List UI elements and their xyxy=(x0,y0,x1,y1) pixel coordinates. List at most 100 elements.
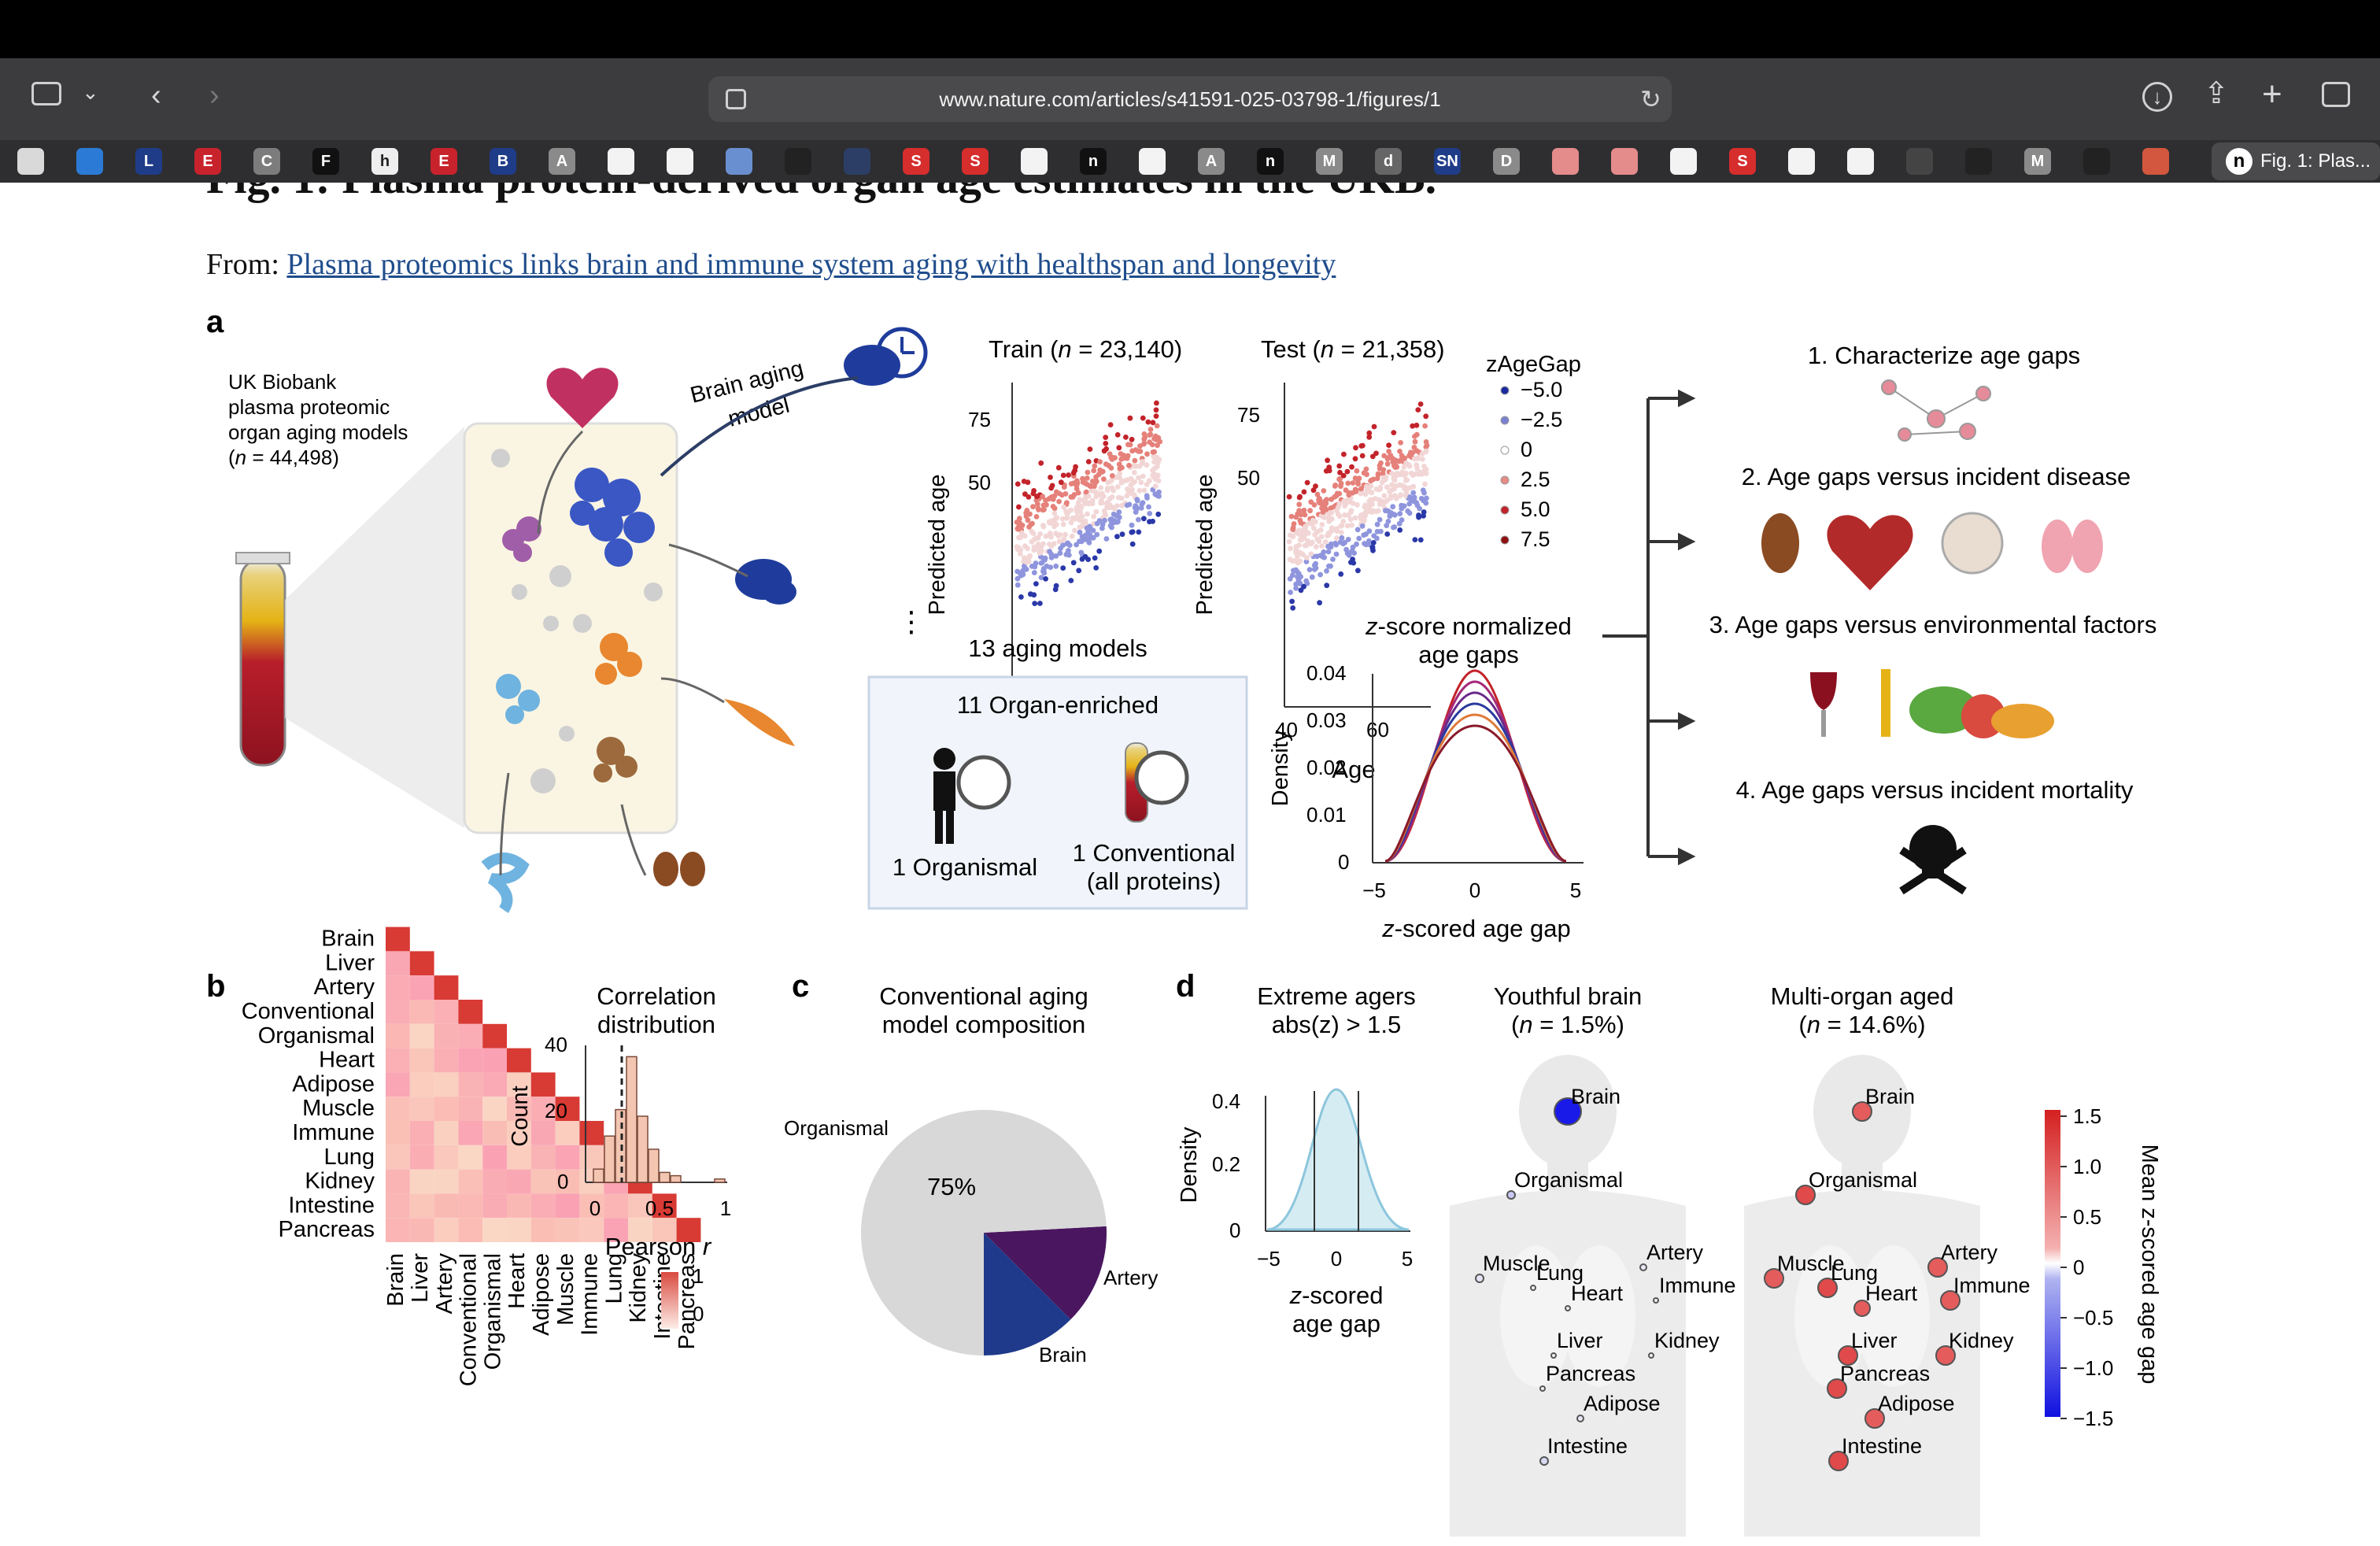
bookmark-23[interactable]: M xyxy=(1316,148,1343,175)
bookmark-36[interactable] xyxy=(2083,148,2110,175)
bookmark-8[interactable]: E xyxy=(431,148,457,175)
scatter-point xyxy=(1126,462,1132,468)
bookmark-21[interactable]: A xyxy=(1198,148,1225,175)
bookmark-32[interactable] xyxy=(1847,148,1874,175)
url-text[interactable]: www.nature.com/articles/s41591-025-03798… xyxy=(939,87,1441,111)
scatter-point xyxy=(1035,541,1041,547)
scatter-point xyxy=(1393,457,1399,464)
bookmark-12[interactable] xyxy=(667,148,693,175)
bookmark-35[interactable]: M xyxy=(2024,148,2051,175)
scatter-point xyxy=(1338,530,1344,535)
sidebar-icon[interactable] xyxy=(31,82,61,105)
bookmark-25[interactable]: SN xyxy=(1434,148,1461,175)
bookmark-5[interactable]: C xyxy=(253,148,280,175)
extreme-xtick-0: 0 xyxy=(1331,1247,1342,1270)
scatter-point xyxy=(1030,531,1037,536)
heatmap-cell xyxy=(386,1145,410,1170)
new-tab-icon[interactable]: + xyxy=(2262,75,2282,113)
bracket-arrows xyxy=(1602,389,1696,866)
heatmap-col-label: Lung xyxy=(601,1253,626,1304)
active-tab[interactable]: n Fig. 1: Plas... xyxy=(2212,142,2380,180)
bookmark-26[interactable]: D xyxy=(1493,148,1520,175)
scatter-point xyxy=(1386,442,1391,448)
bookmark-19[interactable]: n xyxy=(1080,148,1107,175)
bookmark-13[interactable] xyxy=(726,148,752,175)
scatter-point xyxy=(1150,420,1156,426)
organ-label: Muscle xyxy=(1777,1252,1845,1275)
scatter-point xyxy=(1097,459,1103,464)
bookmark-18[interactable] xyxy=(1021,148,1048,175)
bookmark-17[interactable]: S xyxy=(962,148,989,175)
bookmark-1[interactable] xyxy=(17,148,44,175)
organ-label: Intestine xyxy=(1547,1434,1628,1458)
scatter-point xyxy=(1293,586,1299,591)
page-settings-icon[interactable] xyxy=(726,89,746,109)
colorbar-tick-label: 1.5 xyxy=(2073,1104,2101,1128)
heatmap-cell xyxy=(507,1193,531,1219)
scatter-point xyxy=(1085,459,1092,464)
test-ytick-75: 75 xyxy=(1237,403,1260,427)
bookmark-11[interactable] xyxy=(608,148,634,175)
pie-chart xyxy=(861,1110,1107,1356)
bookmark-9[interactable]: B xyxy=(490,148,516,175)
scatter-point xyxy=(1368,483,1374,489)
bookmark-22[interactable]: n xyxy=(1257,148,1284,175)
bookmark-6[interactable]: F xyxy=(312,148,339,175)
scatter-point xyxy=(1051,510,1058,516)
bookmark-34[interactable] xyxy=(1965,148,1992,175)
bookmark-2[interactable] xyxy=(76,148,103,175)
reload-icon[interactable]: ↻ xyxy=(1640,85,1661,113)
bookmark-37[interactable] xyxy=(2142,148,2169,175)
scatter-point xyxy=(1396,520,1402,527)
bookmark-14[interactable] xyxy=(785,148,811,175)
bookmark-3[interactable]: L xyxy=(135,148,162,175)
bookmark-20[interactable] xyxy=(1139,148,1166,175)
heatmap-col-label: Brain xyxy=(383,1253,408,1307)
density-ytick-003: 0.03 xyxy=(1306,708,1347,732)
conventional-label-2: (all proteins) xyxy=(1087,867,1221,895)
histogram-bar xyxy=(648,1148,660,1183)
bookmark-15[interactable] xyxy=(844,148,870,175)
scatter-point xyxy=(1144,451,1150,457)
scatter-point xyxy=(1303,523,1309,530)
scatter-point xyxy=(1103,441,1109,446)
bookmark-27[interactable] xyxy=(1552,148,1579,175)
scatter-point xyxy=(1414,431,1420,438)
heatmap-cell xyxy=(604,1218,628,1242)
bookmark-4[interactable]: E xyxy=(194,148,221,175)
scatter-point xyxy=(1399,469,1405,475)
scatter-point xyxy=(1302,542,1308,549)
address-bar[interactable]: www.nature.com/articles/s41591-025-03798… xyxy=(708,76,1672,122)
scatter-point xyxy=(1021,555,1027,561)
density-xtick-0: 0 xyxy=(1469,878,1480,902)
colorbar-tick-label: 0 xyxy=(2073,1256,2084,1279)
heatmap-cell xyxy=(458,1169,483,1194)
scatter-point xyxy=(1074,478,1080,484)
scatter-point xyxy=(1306,567,1313,572)
bookmark-24[interactable]: d xyxy=(1375,148,1402,175)
download-icon[interactable]: ↓ xyxy=(2142,82,2172,112)
chevron-down-icon[interactable]: ⌄ xyxy=(82,80,99,104)
bookmark-10[interactable]: A xyxy=(549,148,575,175)
bookmark-31[interactable] xyxy=(1788,148,1815,175)
bookmark-30[interactable]: S xyxy=(1729,148,1756,175)
back-icon[interactable]: ‹ xyxy=(151,79,161,112)
heatmap-row-label: Adipose xyxy=(292,1071,375,1097)
share-icon[interactable]: ⇪ xyxy=(2204,77,2229,110)
scatter-point xyxy=(1028,591,1033,597)
bookmark-29[interactable] xyxy=(1670,148,1697,175)
scatter-point xyxy=(1099,525,1105,531)
histogram-bar xyxy=(659,1171,671,1183)
scatter-point xyxy=(1386,449,1391,454)
bookmark-33[interactable] xyxy=(1906,148,1933,175)
bookmark-7[interactable]: h xyxy=(371,148,398,175)
scatter-point xyxy=(1053,583,1059,589)
heatmap-cell xyxy=(386,1169,410,1194)
scatter-point xyxy=(1030,490,1037,497)
heatmap-cell xyxy=(409,1023,434,1049)
bookmark-28[interactable] xyxy=(1611,148,1638,175)
article-link[interactable]: Plasma proteomics links brain and immune… xyxy=(286,248,1336,281)
forward-icon[interactable]: › xyxy=(209,79,220,112)
bookmark-16[interactable]: S xyxy=(903,148,929,175)
tabs-overview-icon[interactable] xyxy=(2322,82,2350,107)
